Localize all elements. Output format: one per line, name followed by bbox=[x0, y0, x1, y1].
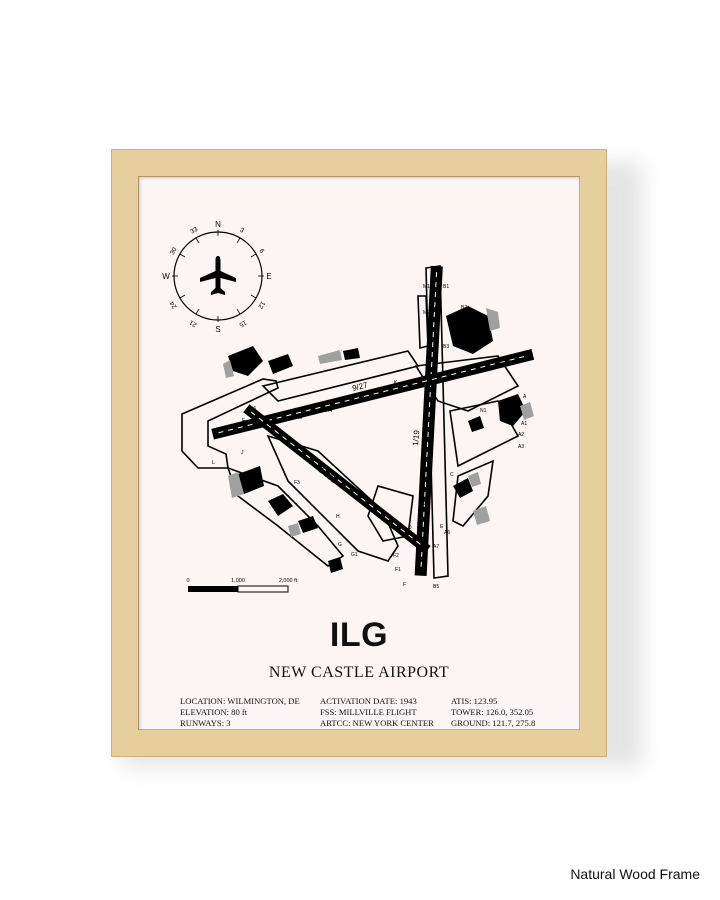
taxiway-label: F bbox=[242, 418, 245, 424]
taxiway-label: E bbox=[440, 524, 444, 530]
airport-code: ILG bbox=[329, 616, 389, 654]
compass-rose: N S E W 3 6 12 15 21 24 30 33 bbox=[162, 220, 271, 334]
scale-bar: 0 1,000 2,000 ft bbox=[186, 578, 298, 593]
compass-deg-24: 24 bbox=[169, 300, 179, 310]
taxiway-label: J bbox=[241, 450, 244, 456]
runway-9-27 bbox=[211, 349, 535, 440]
taxiway-label: A bbox=[523, 394, 527, 400]
info-elevation: ELEVATION: 80 ft bbox=[180, 707, 248, 717]
compass-deg-21: 21 bbox=[188, 318, 198, 328]
compass-e: E bbox=[266, 272, 271, 281]
runway-14-32 bbox=[243, 404, 431, 554]
taxiway-label: A6 bbox=[444, 530, 450, 536]
runway-1-19 bbox=[414, 265, 443, 577]
taxiway-label: K6 bbox=[250, 406, 256, 412]
compass-deg-15: 15 bbox=[238, 318, 248, 328]
info-tower: TOWER: 126.0, 352.05 bbox=[451, 707, 534, 717]
taxiway-label: B2 bbox=[461, 305, 467, 311]
taxiway-label: B1 bbox=[443, 284, 449, 290]
info-fss: FSS: MILLVILLE FLIGHT bbox=[320, 707, 417, 717]
info-location: LOCATION: WILMINGTON, DE bbox=[180, 696, 300, 706]
taxiway-label: C bbox=[450, 472, 454, 478]
taxiway-label: A3 bbox=[518, 444, 524, 450]
taxiway-label: M2 bbox=[423, 310, 430, 316]
taxiway-label: L bbox=[212, 460, 215, 466]
taxiway-label: G1 bbox=[351, 552, 358, 558]
airport-diagram: 9/27 1/19 14/32 M1 B1 M2 B2 B3 K2 K A N1… bbox=[181, 265, 535, 590]
scale-label-0: 0 bbox=[186, 578, 189, 584]
taxiway-label: M1 bbox=[423, 284, 430, 290]
compass-deg-12: 12 bbox=[256, 300, 266, 310]
taxiway-label: F bbox=[403, 582, 406, 588]
info-artcc: ARTCC: NEW YORK CENTER bbox=[320, 718, 434, 728]
taxiway-label: G bbox=[338, 542, 342, 548]
buildings bbox=[223, 306, 534, 573]
taxiway-label: D bbox=[408, 525, 412, 531]
taxiway-label: A7 bbox=[433, 544, 439, 550]
compass-ticks bbox=[172, 230, 264, 322]
info-runways: RUNWAYS: 3 bbox=[180, 718, 231, 728]
info-column-location: LOCATION: WILMINGTON, DE ELEVATION: 80 f… bbox=[180, 696, 300, 729]
frame-caption: Natural Wood Frame bbox=[570, 866, 700, 882]
compass-deg-6: 6 bbox=[257, 248, 265, 255]
taxiway-label: A2 bbox=[518, 432, 524, 438]
airplane-icon bbox=[200, 256, 236, 295]
runway-label-1-19: 1/19 bbox=[411, 429, 421, 446]
compass-deg-30: 30 bbox=[169, 246, 179, 256]
taxiway-label: B4 bbox=[420, 502, 426, 508]
info-ground: GROUND: 121.7, 275.8 bbox=[451, 718, 536, 728]
runway-label-9-27: 9/27 bbox=[351, 380, 369, 393]
taxiway-label: A1 bbox=[521, 421, 527, 427]
taxiway-label: B5 bbox=[433, 584, 439, 590]
taxiway-label: F2 bbox=[393, 553, 399, 559]
taxiway-label: B3 bbox=[443, 344, 449, 350]
taxiway-label: K2 bbox=[498, 359, 504, 365]
taxiway-label: H bbox=[336, 514, 340, 520]
taxiway-label: F3 bbox=[294, 480, 300, 486]
scale-label-2000: 2,000 ft bbox=[279, 578, 298, 584]
taxiway-label: N1 bbox=[480, 408, 487, 414]
taxiway-label: K5 bbox=[296, 415, 302, 421]
scale-label-1000: 1,000 bbox=[231, 578, 245, 584]
taxiway-label: K bbox=[394, 380, 398, 386]
info-activation-date: ACTIVATION DATE: 1943 bbox=[320, 696, 417, 706]
compass-w: W bbox=[162, 272, 170, 281]
compass-s: S bbox=[215, 325, 220, 334]
taxiway-labels: M1 B1 M2 B2 B3 K2 K A N1 A1 A2 A3 K6 K5 … bbox=[212, 284, 527, 590]
poster-art: N S E W 3 6 12 15 21 24 30 33 bbox=[138, 176, 580, 730]
compass-deg-3: 3 bbox=[238, 227, 245, 235]
airport-name: NEW CASTLE AIRPORT bbox=[268, 664, 450, 681]
info-column-history: ACTIVATION DATE: 1943 FSS: MILLVILLE FLI… bbox=[320, 696, 434, 729]
compass-n: N bbox=[215, 220, 221, 229]
info-column-frequencies: ATIS: 123.95 TOWER: 126.0, 352.05 GROUND… bbox=[451, 696, 535, 729]
compass-deg-33: 33 bbox=[189, 226, 199, 236]
taxiway-label: K4 bbox=[326, 408, 332, 414]
info-atis: ATIS: 123.95 bbox=[451, 696, 498, 706]
wood-frame: N S E W 3 6 12 15 21 24 30 33 bbox=[112, 150, 606, 756]
taxiway-label: F1 bbox=[395, 567, 401, 573]
